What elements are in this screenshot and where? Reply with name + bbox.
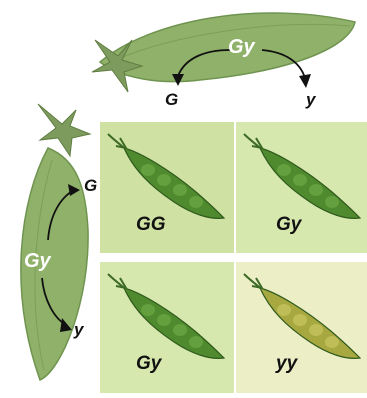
top-allele-g: G xyxy=(165,90,178,110)
pea-pod-illustration xyxy=(100,122,234,253)
pea-seed xyxy=(173,184,187,196)
pea-seed xyxy=(325,196,339,208)
pod-shell xyxy=(124,148,224,218)
pea-seed xyxy=(309,324,323,336)
genotype-label-gg: GG xyxy=(136,214,166,236)
pea-pod-illustration xyxy=(100,262,234,393)
pod-stem xyxy=(244,274,262,288)
left-allele-y: y xyxy=(74,320,83,340)
pea-seed xyxy=(293,314,307,326)
pod-stem xyxy=(108,274,126,288)
genotype-label-gy-top: Gy xyxy=(276,214,301,236)
pea-seed xyxy=(141,304,155,316)
pea-seed xyxy=(309,184,323,196)
pea-seed xyxy=(157,174,171,186)
top-parent-pod xyxy=(92,13,355,92)
punnett-cell-gg xyxy=(100,122,234,253)
pea-seed xyxy=(189,196,203,208)
left-parent-genotype: Gy xyxy=(24,250,51,273)
left-allele-g: G xyxy=(84,176,97,196)
top-allele-y: y xyxy=(306,90,315,110)
pod-stem xyxy=(244,134,262,148)
pea-seed xyxy=(277,164,291,176)
pod-shell xyxy=(260,288,360,358)
pea-seed xyxy=(325,336,339,348)
punnett-cell-gy-bottom xyxy=(100,262,234,393)
pea-seed xyxy=(293,174,307,186)
genotype-label-gy-bottom: Gy xyxy=(136,353,161,375)
pod-shell xyxy=(260,148,360,218)
pea-seed xyxy=(189,336,203,348)
punnett-cell-gy-top xyxy=(236,122,367,253)
pod-shell xyxy=(124,288,224,358)
pea-seed xyxy=(173,324,187,336)
genotype-label-yy: yy xyxy=(276,353,297,375)
punnett-cell-yy xyxy=(236,262,367,393)
pod-stem xyxy=(108,134,126,148)
pea-pod-illustration xyxy=(236,122,367,253)
pea-seed xyxy=(277,304,291,316)
top-parent-genotype: Gy xyxy=(228,36,255,59)
pea-seed xyxy=(141,164,155,176)
pea-seed xyxy=(157,314,171,326)
pea-pod-illustration xyxy=(236,262,367,393)
